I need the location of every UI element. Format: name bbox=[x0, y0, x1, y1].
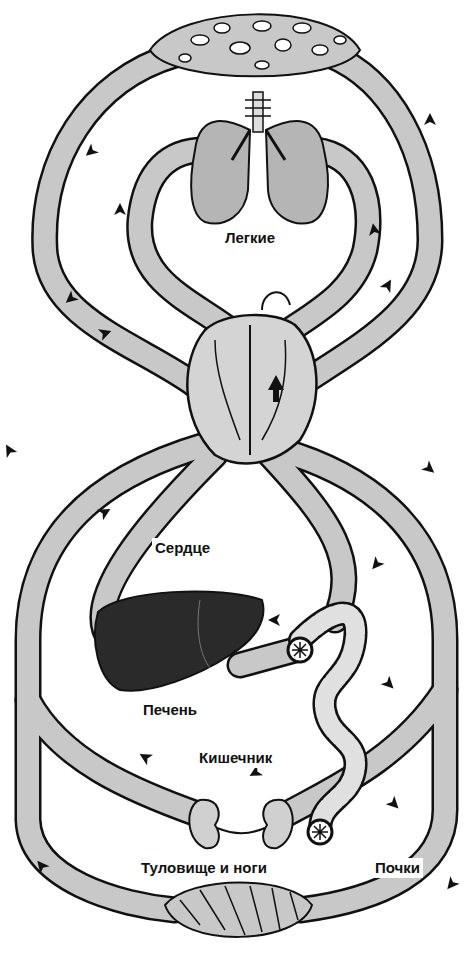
blood-vessels bbox=[28, 55, 445, 910]
kidneys-illustration bbox=[189, 800, 292, 848]
organ-label: Туловище и ноги bbox=[138, 858, 270, 878]
organ-label: Легкие bbox=[222, 228, 278, 248]
organ-label: Кишечник bbox=[196, 748, 275, 768]
heart-illustration bbox=[187, 292, 316, 463]
organ-label: Сердце bbox=[152, 538, 213, 558]
lungs-illustration bbox=[191, 92, 328, 223]
flow-arrows bbox=[1, 113, 460, 893]
liver-illustration bbox=[95, 591, 263, 690]
lung-capillaries bbox=[150, 14, 360, 76]
organ-label: Почки bbox=[372, 858, 423, 878]
intestine-illustration bbox=[288, 614, 356, 844]
organ-label: Печень bbox=[140, 700, 200, 720]
body-capillaries bbox=[165, 883, 312, 937]
